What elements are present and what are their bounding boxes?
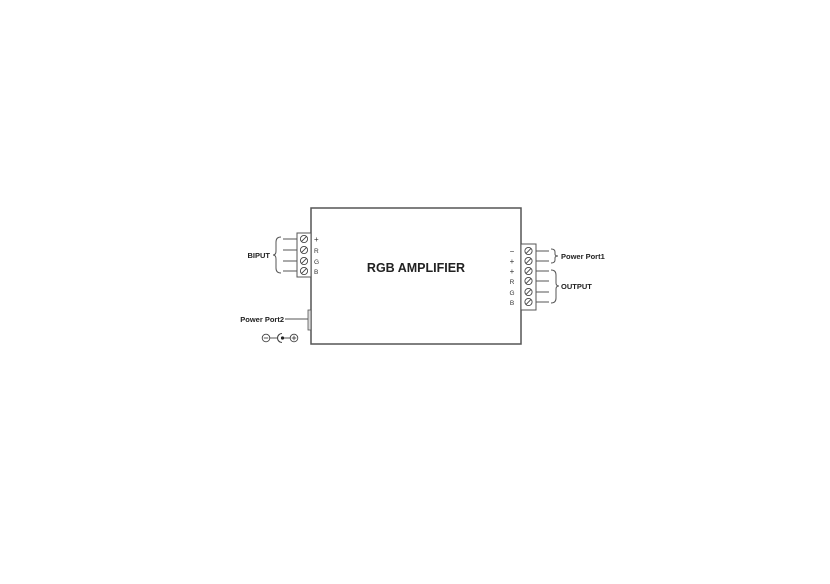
screw-icon — [524, 287, 533, 297]
output-pin-label: G — [509, 290, 514, 297]
screw-icon — [524, 246, 533, 256]
output-brace — [550, 269, 560, 304]
output-pin-label: R — [510, 279, 515, 286]
input-brace — [272, 236, 282, 274]
screw-icon — [299, 245, 309, 255]
barrel-pin-icon — [280, 336, 285, 340]
input-pin-label: G — [314, 259, 319, 266]
output-pin-label: + — [510, 267, 515, 276]
screw-icon — [524, 276, 533, 286]
power-port1-label: Power Port1 — [561, 252, 605, 261]
input-pin-label: B — [314, 269, 318, 276]
power-port2-label: Power Port2 — [240, 315, 284, 324]
screw-icon — [299, 234, 309, 244]
output-pin-label: B — [510, 300, 514, 307]
input-pin-label: R — [314, 248, 319, 255]
amplifier-box — [310, 207, 522, 345]
output-terminal-block: − + + R G B — [509, 243, 549, 311]
device-title: RGB AMPLIFIER — [367, 261, 465, 275]
input-label: BIPUT — [248, 251, 271, 260]
screw-icon — [524, 297, 533, 307]
output-pin-label: + — [510, 257, 515, 266]
power-port1-brace — [550, 248, 559, 264]
power-port2-jack — [307, 309, 312, 331]
barrel-sleeve-icon — [276, 332, 283, 344]
negative-terminal-icon — [261, 333, 271, 343]
screw-icon — [299, 266, 309, 276]
output-pin-label: − — [510, 247, 515, 256]
screw-icon — [524, 266, 533, 276]
input-pin-label: + — [314, 235, 319, 244]
positive-terminal-icon — [289, 333, 299, 343]
screw-icon — [299, 256, 309, 266]
dc-polarity-symbol — [261, 332, 299, 344]
output-label: OUTPUT — [561, 282, 592, 291]
screw-icon — [524, 256, 533, 266]
input-terminal-block: + R G B — [283, 232, 319, 278]
